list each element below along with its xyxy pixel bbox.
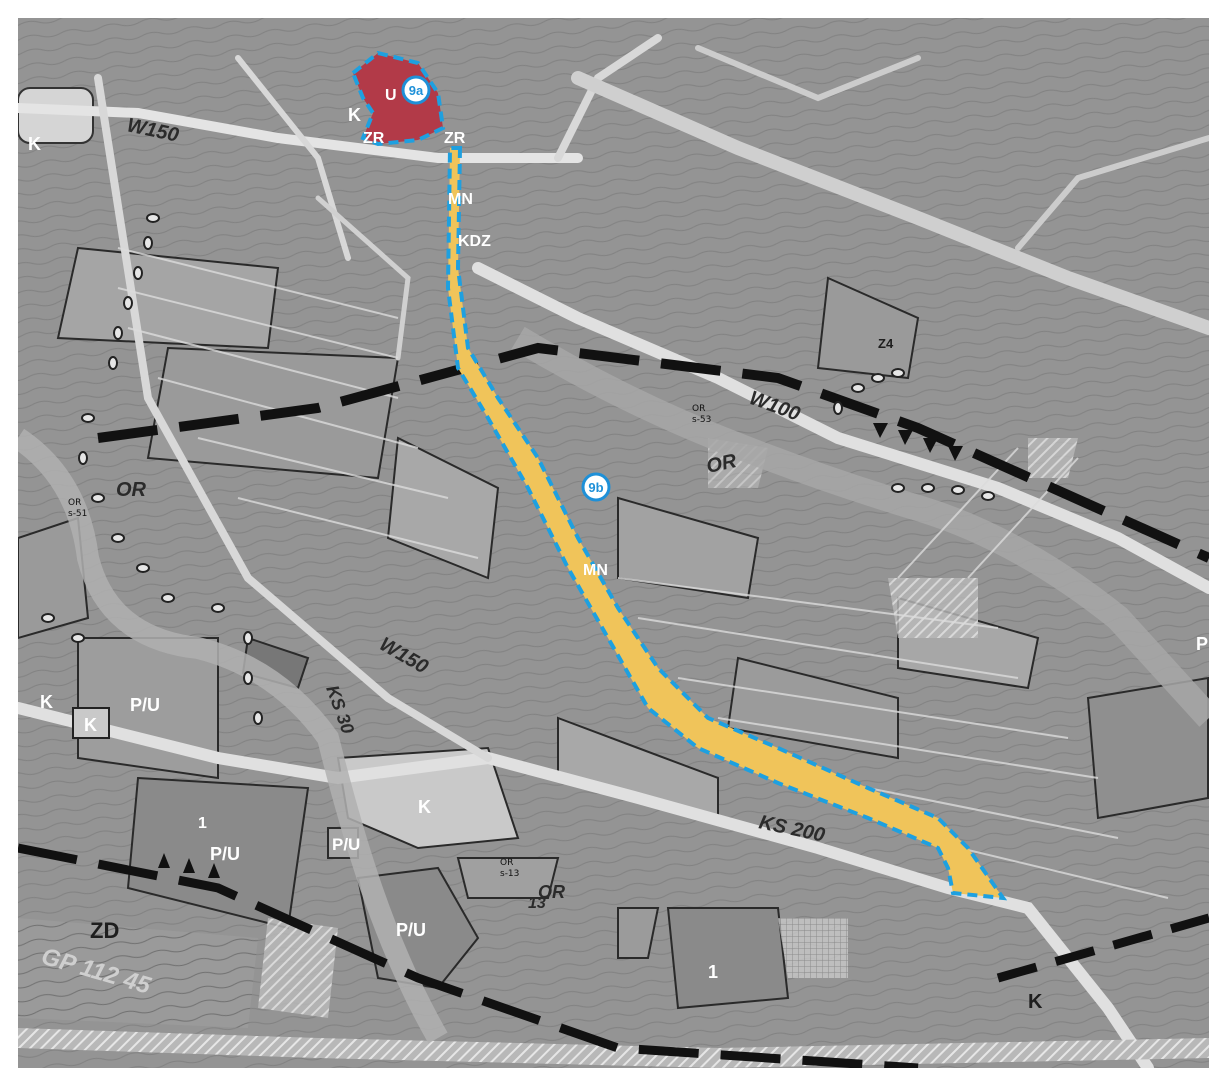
zone-label-pu: P/U	[396, 920, 426, 940]
marker-9b[interactable]: 9b	[581, 472, 611, 502]
river-east	[511, 326, 1209, 727]
zone-label-pu: P/U	[332, 835, 360, 854]
zone-label-k: K	[1028, 991, 1043, 1013]
dashed-boundaries	[18, 342, 1209, 1068]
zone-label-kdz: KDZ	[458, 233, 491, 250]
planning-area-9b[interactable]	[445, 146, 1008, 901]
zone-label-zr: ZR	[444, 130, 466, 147]
small-label-s51: s-51	[68, 509, 87, 519]
dotted-chains	[41, 213, 995, 725]
zone-label-or: OR	[538, 882, 565, 902]
small-label-or: OR	[500, 858, 513, 868]
marker-9a[interactable]: 9a	[401, 75, 431, 105]
zone-label-pu: P/U	[130, 695, 160, 715]
zone-label-zd: ZD	[90, 918, 119, 943]
small-label-or: OR	[692, 404, 705, 414]
zone-box-k	[72, 707, 110, 739]
zone-label-1: 1	[708, 962, 718, 982]
map-frame[interactable]: 9a 9b K K U ZR ZR MN KDZ MN K K P/U K P/…	[18, 18, 1209, 1068]
river-west	[18, 428, 448, 1044]
zone-label-k: K	[84, 715, 97, 735]
small-label-s53: s-53	[692, 415, 711, 425]
zone-label-pu: P/U	[210, 844, 240, 864]
small-label-s13: s-13	[500, 869, 519, 879]
marker-9a-label: 9a	[409, 83, 424, 98]
parcel-lines	[117, 247, 1169, 899]
marker-9b-label: 9b	[588, 480, 603, 495]
zone-label-p: P	[1196, 634, 1208, 654]
zone-label-k: K	[28, 134, 41, 154]
zone-label-mn: MN	[448, 191, 473, 208]
zone-label-1: 1	[198, 815, 207, 832]
zone-label-z4: Z4	[878, 336, 894, 351]
zone-label-or: OR	[116, 479, 147, 501]
zone-label-zr: ZR	[363, 130, 385, 147]
land-parcels	[18, 246, 1209, 1010]
zone-label-k: K	[40, 692, 53, 712]
planning-area-9a[interactable]	[350, 50, 446, 147]
zone-label-k: K	[348, 105, 361, 125]
triangle-symbols	[158, 423, 963, 878]
zone-label-u: U	[385, 87, 397, 104]
road-label-13: 13	[528, 895, 546, 912]
small-label-or: OR	[68, 498, 81, 508]
zone-label-k: K	[418, 797, 431, 817]
zone-label-mn: MN	[583, 562, 608, 579]
map-canvas[interactable]: 9a 9b K K U ZR ZR MN KDZ MN K K P/U K P/…	[18, 18, 1209, 1068]
